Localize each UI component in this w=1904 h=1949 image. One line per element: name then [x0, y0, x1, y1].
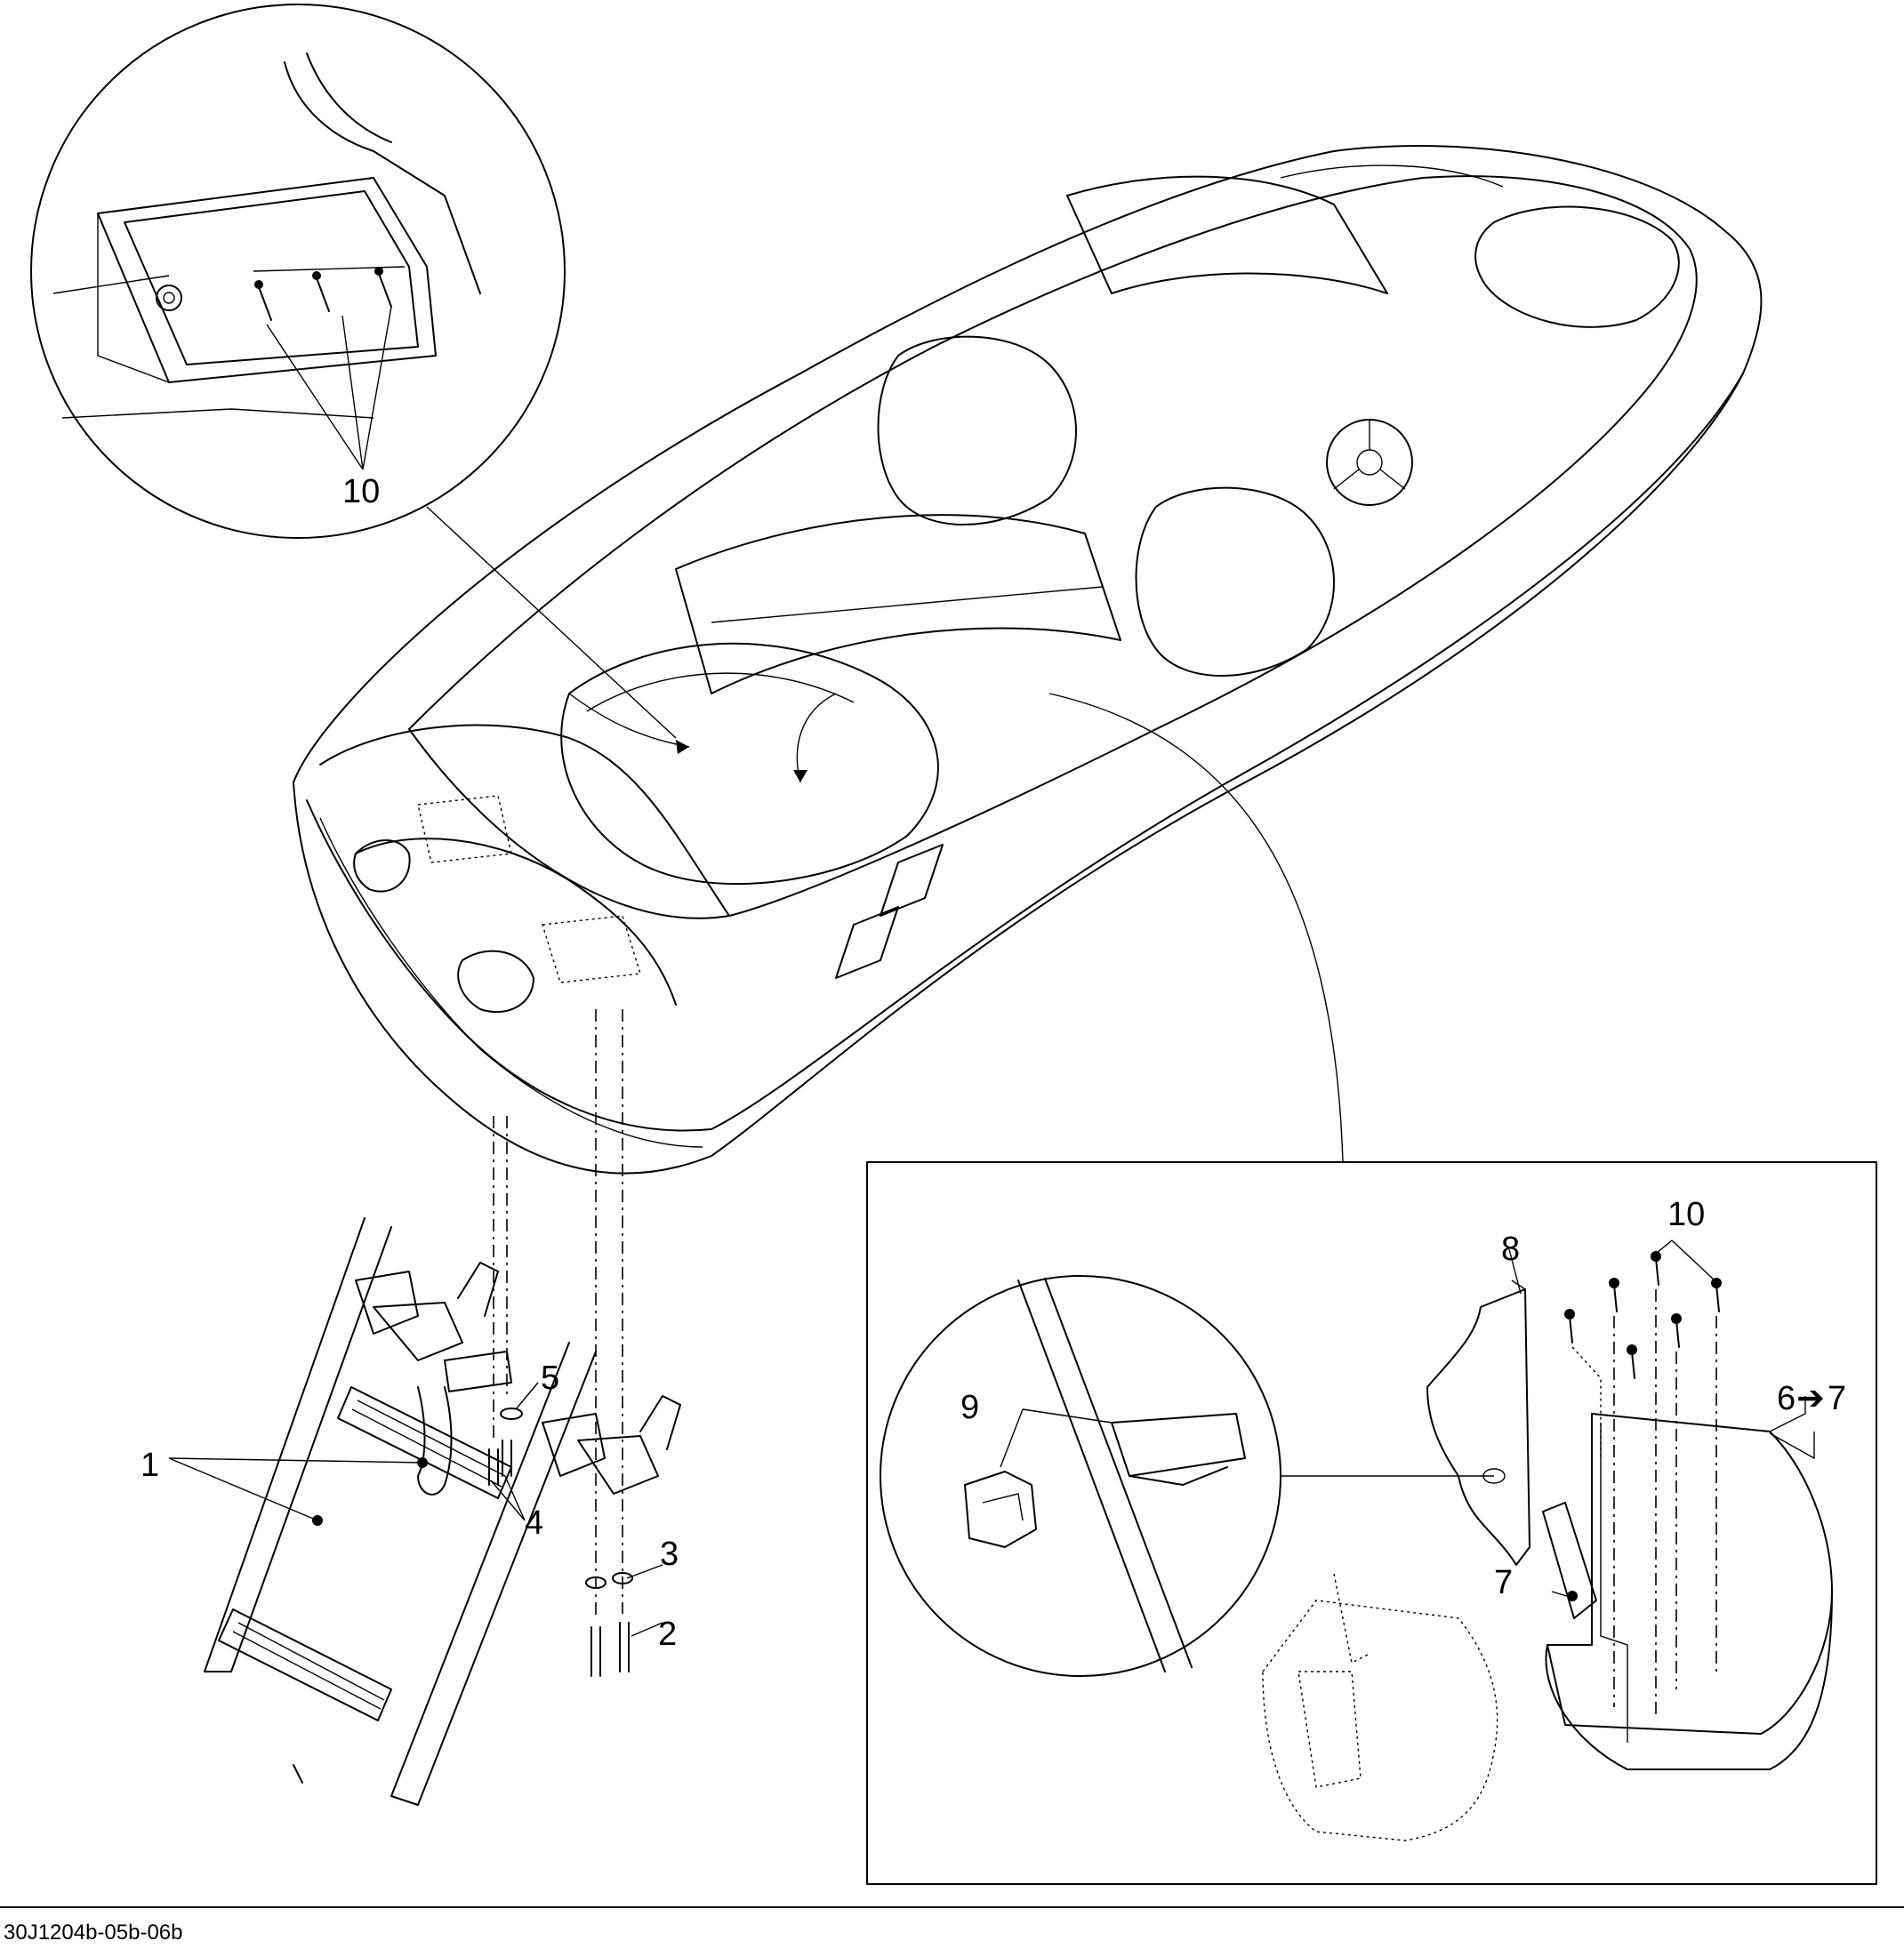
bin-item-8	[1426, 1288, 1530, 1566]
callout-5: 5	[541, 1359, 559, 1397]
callout-8: 8	[1501, 1231, 1520, 1268]
bin-item-6	[1546, 1413, 1833, 1735]
callout-10-detail: 10	[342, 473, 380, 510]
bracket-item-7	[1542, 1502, 1597, 1619]
detail-view-fasteners	[30, 4, 677, 739]
parts-diagram: 10	[30, 4, 1877, 1885]
boat-illustration	[293, 145, 1763, 1175]
callout-6-to-7: 6 ➔ 7	[1777, 1380, 1846, 1417]
callout-4: 4	[525, 1504, 543, 1542]
callout-9: 9	[960, 1389, 979, 1426]
callout-3: 3	[660, 1536, 679, 1573]
callout-2: 2	[658, 1616, 677, 1653]
screws-item-10-panel	[1564, 1251, 1722, 1379]
bolt-item-2a	[590, 1626, 601, 1677]
diagram-reference: 30J1204b-05b-06b	[4, 1921, 183, 1945]
callout-6-target: 7	[1828, 1380, 1846, 1417]
plug-item-9	[964, 1471, 1037, 1548]
callout-7: 7	[1494, 1564, 1513, 1601]
diagram-frame	[0, 1906, 1904, 1908]
screws-item-10-detail	[253, 266, 406, 321]
callout-10-panel: 10	[1667, 1196, 1705, 1233]
callout-6-arrow: ➔	[1796, 1380, 1825, 1417]
bolt-item-2b	[619, 1622, 630, 1672]
callout-6: 6	[1777, 1380, 1796, 1417]
washer-item-5	[500, 1408, 523, 1420]
ladder-assembly	[168, 1009, 681, 1806]
storage-bin-panel	[866, 693, 1877, 1885]
callout-1: 1	[141, 1447, 159, 1484]
